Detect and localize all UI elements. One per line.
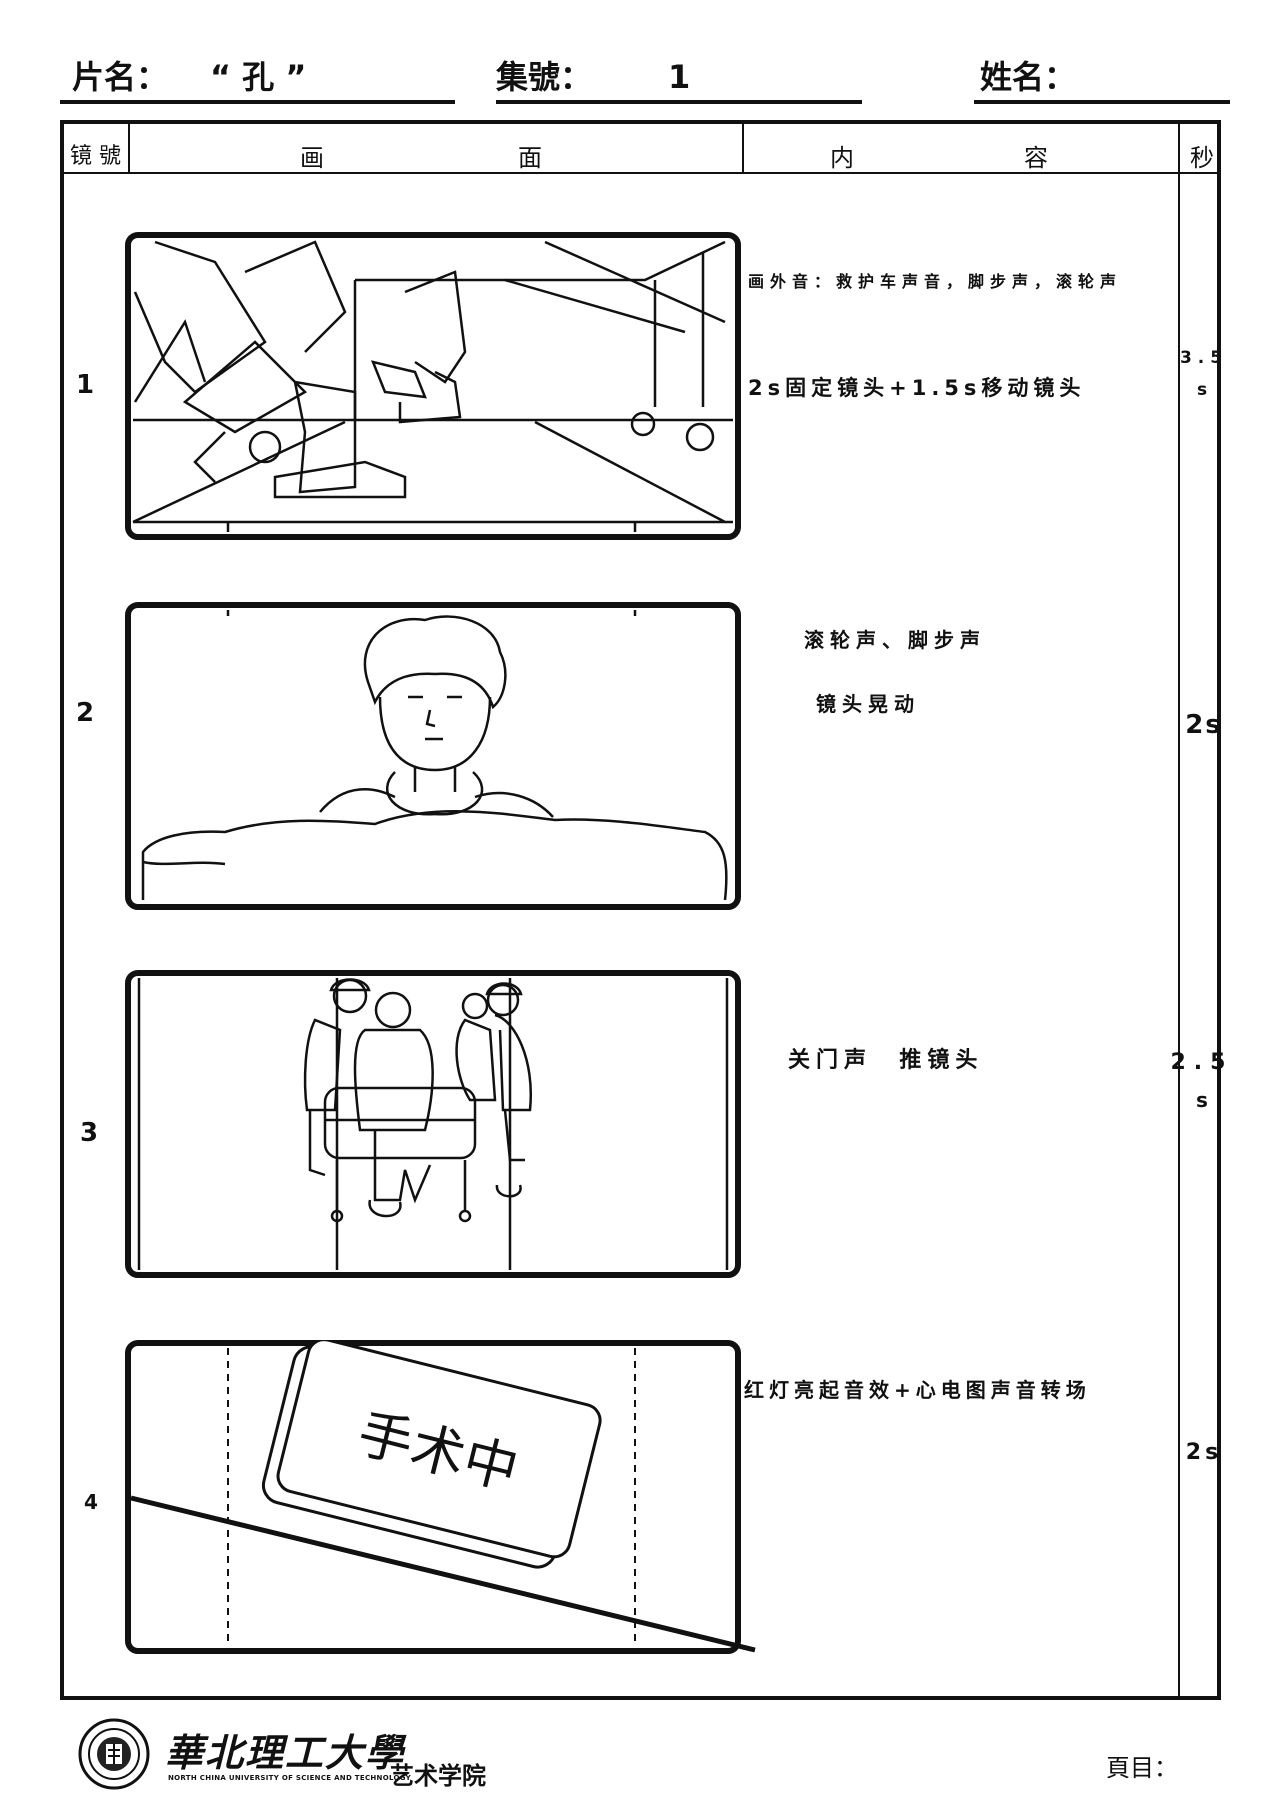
col-header-picture-b: 面: [518, 144, 542, 172]
patient-face-sketch: [125, 602, 741, 910]
storyboard-table: 镜 號 画 面 内 容 秒: [60, 120, 1221, 1700]
page-number-label: 頁目：: [1106, 1754, 1178, 1782]
col-header-picture-a: 画: [300, 144, 324, 172]
col-header-content-a: 内: [830, 144, 854, 172]
surgery-sign-sketch: 手术中: [125, 1340, 756, 1654]
episode-label: 集號：: [496, 58, 593, 96]
name-label: 姓名：: [980, 58, 1077, 96]
shot-seconds: 2s: [1185, 1440, 1223, 1465]
shot-frame-3: [125, 970, 741, 1278]
shot-frame-2: [125, 602, 741, 910]
col-header-seconds: 秒: [1190, 144, 1214, 172]
shot-content-line: 镜头晃动: [816, 692, 920, 716]
shot-content-line: 红灯亮起音效+心电图声音转场: [744, 1378, 1091, 1402]
shot-seconds-unit: s: [1196, 1088, 1212, 1112]
shot-content-line: 2s固定镜头+1.5s移动镜头: [748, 376, 1086, 400]
col-header-shot: 镜 號: [70, 144, 121, 169]
shot-number: 2: [76, 698, 95, 728]
name-underline: [974, 100, 1230, 104]
shot-number: 4: [84, 1490, 98, 1514]
college-name: 艺术学院: [390, 1762, 486, 1790]
header-row-divider: [64, 172, 1217, 174]
title-underline: [60, 100, 455, 104]
col-divider-seconds: [1178, 124, 1180, 1696]
col-divider-shot: [128, 124, 130, 172]
university-seal-icon: [78, 1718, 150, 1790]
episode-underline: [496, 100, 862, 104]
shot-seconds: 2.5: [1170, 1050, 1234, 1075]
university-name-en: NORTH CHINA UNIVERSITY OF SCIENCE AND TE…: [168, 1774, 411, 1782]
title-value: “ 孔 ”: [210, 58, 307, 96]
episode-value: 1: [668, 58, 691, 96]
shot-number: 3: [80, 1118, 99, 1148]
doctors-gurney-sketch: [125, 970, 741, 1278]
shot-content-line: 画外音：救护车声音，脚步声，滚轮声: [748, 272, 1123, 291]
gurney-feet-sketch: [125, 232, 741, 540]
shot-seconds: 3.5: [1179, 348, 1229, 368]
university-name-cn: 華北理工大學: [165, 1730, 406, 1775]
shot-content-line: 关门声 推镜头: [788, 1048, 984, 1073]
shot-content-line: 滚轮声、脚步声: [804, 628, 986, 652]
title-label: 片名：: [72, 58, 169, 96]
shot-seconds: 2s: [1185, 710, 1223, 740]
shot-frame-1: [125, 232, 741, 540]
shot-number: 1: [76, 370, 95, 400]
shot-frame-4: 手术中: [125, 1340, 765, 1660]
col-divider-picture: [742, 124, 744, 172]
col-header-content-b: 容: [1024, 144, 1048, 172]
shot-seconds-unit: s: [1196, 380, 1212, 400]
